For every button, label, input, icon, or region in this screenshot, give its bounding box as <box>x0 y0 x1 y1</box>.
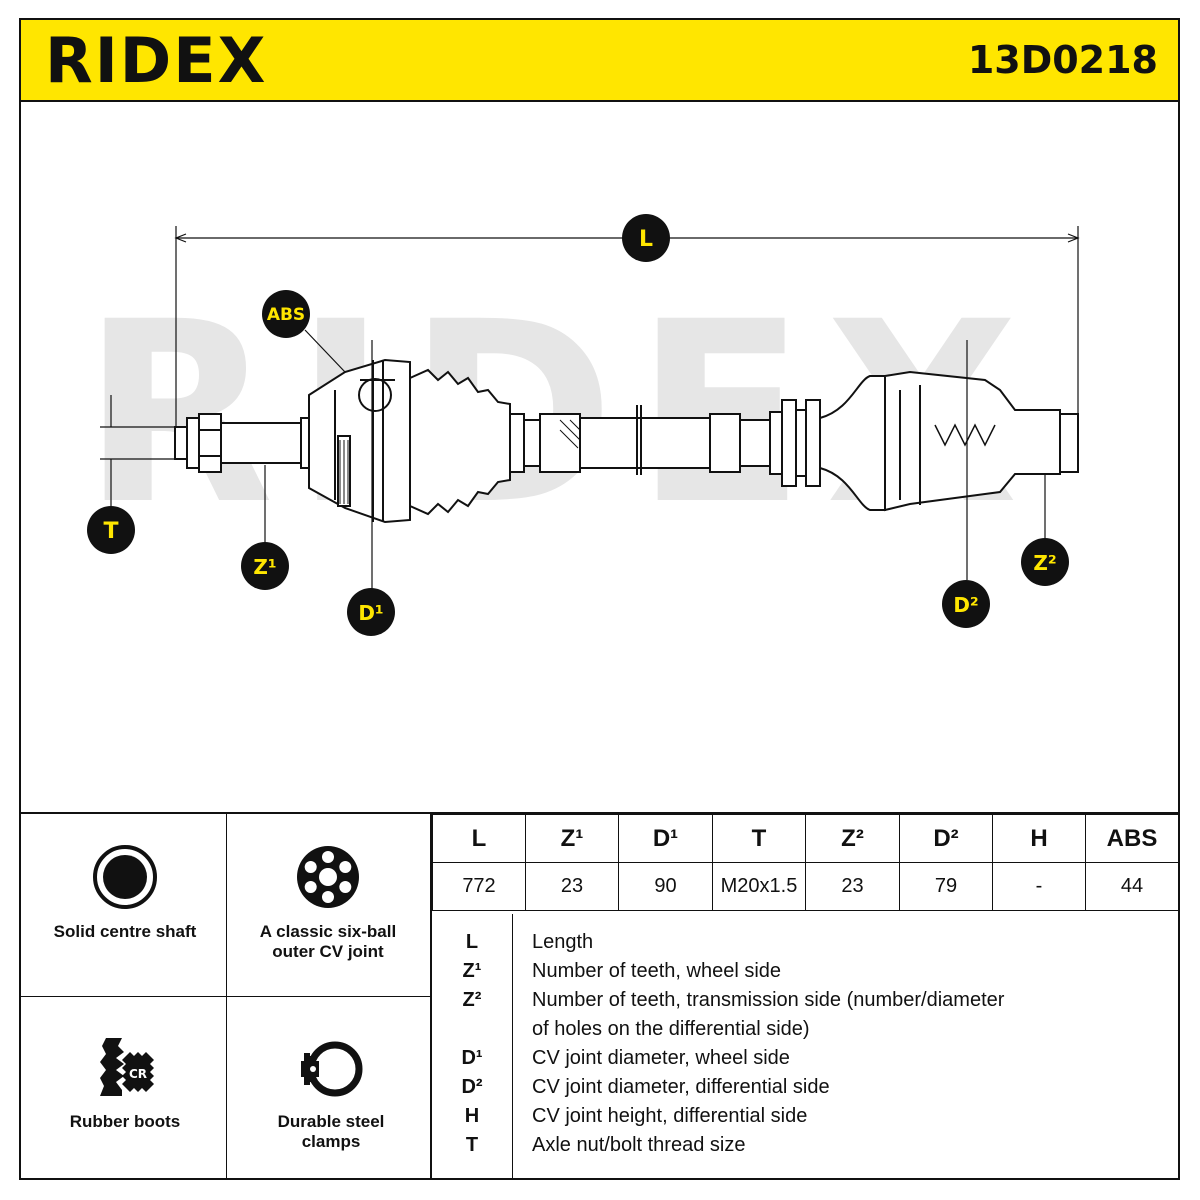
legend-desc: of holes on the differential side) <box>532 1018 810 1040</box>
svg-text:D²: D² <box>953 593 978 617</box>
spec-header-h: H <box>992 814 1086 863</box>
feature-grid-line <box>21 996 430 997</box>
legend-key <box>432 1015 512 1044</box>
legend-key-column <box>432 914 513 1178</box>
legend-key: Z¹ <box>462 960 482 982</box>
legend-desc: Number of teeth, wheel side <box>532 960 782 982</box>
svg-text:Z²: Z² <box>1033 551 1056 575</box>
spec-value-l: 772 <box>432 862 526 911</box>
feature-grid-line <box>430 814 432 1178</box>
label-badge-d2 <box>942 580 990 628</box>
legend-desc: Axle nut/bolt thread size <box>532 1134 746 1156</box>
feature-solid-shaft: Solid centre shaft <box>40 844 210 942</box>
panel-divider <box>21 812 1178 814</box>
spec-value-abs: 44 <box>1085 862 1179 911</box>
spec-value-z2: 23 <box>805 862 900 911</box>
spec-header-row: L Z¹ D¹ T Z² D² H ABS <box>432 814 1179 863</box>
legend-key: Z² <box>462 989 482 1011</box>
spec-value-h: - <box>992 862 1086 911</box>
spec-header-t: T <box>712 814 806 863</box>
six-ball-joint-icon <box>297 846 359 908</box>
svg-text:ABS: ABS <box>267 305 305 325</box>
spec-value-row: 772 23 90 M20x1.5 23 79 - 44 <box>432 862 1179 911</box>
legend-key: T <box>465 1134 479 1156</box>
legend-key: D² <box>461 1076 483 1098</box>
label-badge-l <box>622 214 670 262</box>
feature-label: Durable steel clamps <box>277 1112 385 1151</box>
svg-text:L: L <box>639 227 653 252</box>
legend-desc: Number of teeth, transmission side (numb… <box>532 989 1005 1011</box>
feature-label: Rubber boots <box>69 1112 181 1131</box>
part-number: 13D0218 <box>967 38 1158 82</box>
legend-key: D¹ <box>461 1047 483 1069</box>
spec-value-d1: 90 <box>618 862 713 911</box>
svg-text:D¹: D¹ <box>358 601 383 625</box>
spec-value-d2: 79 <box>899 862 993 911</box>
spec-header-z2: Z² <box>805 814 900 863</box>
spec-table: L Z¹ D¹ T Z² D² H ABS 772 23 90 M20x1.5 … <box>432 814 1179 911</box>
svg-text:T: T <box>103 519 118 544</box>
legend: L Length Z¹ Number of teeth, wheel side … <box>432 914 1178 1178</box>
header-bar: RIDEX 13D0218 <box>21 20 1178 102</box>
feature-steel-clamps: Durable steel clamps <box>246 1034 416 1152</box>
brand-logo: RIDEX <box>45 24 268 97</box>
feature-six-ball: A classic six-ball outer CV joint <box>240 844 416 962</box>
steel-clamp-icon <box>301 1041 363 1097</box>
feature-label: A classic six-ball outer CV joint <box>259 922 397 961</box>
label-badge-z2 <box>1021 538 1069 586</box>
outer-frame <box>19 18 1180 1180</box>
label-badge-abs <box>262 290 310 338</box>
legend-desc: CV joint diameter, wheel side <box>532 1047 790 1069</box>
legend-desc: CV joint diameter, differential side <box>532 1076 830 1098</box>
legend-desc: CV joint height, differential side <box>532 1105 808 1127</box>
spec-value-z1: 23 <box>525 862 619 911</box>
spec-header-abs: ABS <box>1085 814 1179 863</box>
legend-desc: Length <box>532 931 594 953</box>
spec-header-d1: D¹ <box>618 814 713 863</box>
label-badge-t <box>87 506 135 554</box>
drive-shaft-diagram: RIDEX <box>82 214 1080 636</box>
cr-badge-text: CR <box>129 1067 147 1081</box>
legend-key: H <box>464 1105 480 1127</box>
spec-value-t: M20x1.5 <box>712 862 806 911</box>
label-badge-d1 <box>347 588 395 636</box>
spec-header-l: L <box>432 814 526 863</box>
label-badge-z1 <box>241 542 289 590</box>
solid-shaft-icon <box>93 845 157 909</box>
rubber-boot-icon: CR <box>100 1038 154 1096</box>
svg-text:Z¹: Z¹ <box>253 555 276 579</box>
legend-key: L <box>465 931 479 953</box>
feature-rubber-boots: CR Rubber boots <box>40 1034 210 1132</box>
spec-header-z1: Z¹ <box>525 814 619 863</box>
spec-header-d2: D² <box>899 814 993 863</box>
feature-label: Solid centre shaft <box>53 922 197 941</box>
